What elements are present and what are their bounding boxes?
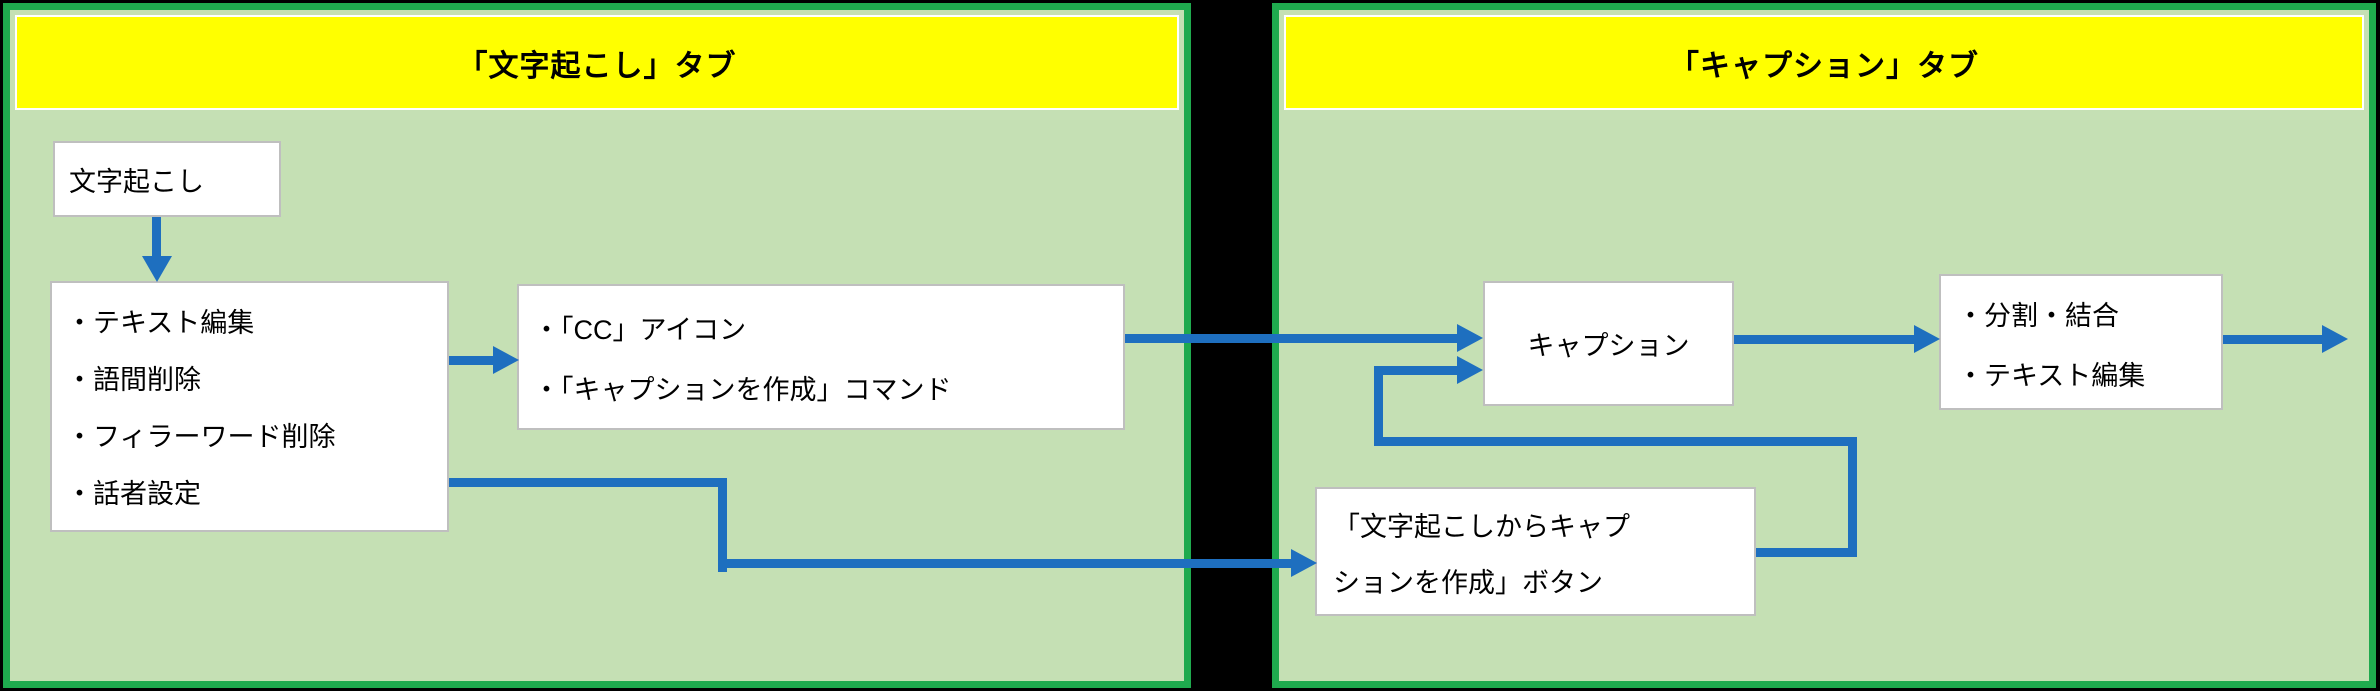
arrow-transcribe-to-editlist-head-icon	[142, 256, 172, 282]
node-cc-line: ・「CC」アイコン	[533, 315, 747, 345]
panel-caption-header: 「キャプション」タブ	[1284, 15, 2364, 110]
node-cc-command: ・「CC」アイコン ・「キャプションを作成」コマンド	[517, 284, 1125, 430]
node-create-line: 「文字起こしからキャプ	[1333, 512, 1630, 542]
arrow-editlist-to-createbutton-seg1	[449, 478, 727, 487]
node-create-caption-button: 「文字起こしからキャプ ションを作成」ボタン	[1315, 487, 1756, 616]
arrow-editlist-to-createbutton-seg3	[718, 559, 1293, 568]
node-transcribe-label: 文字起こし	[69, 166, 204, 197]
arrow-createbutton-to-caption-seg2	[1848, 437, 1857, 557]
node-edit-list-line: ・テキスト編集	[66, 308, 255, 338]
arrow-caption-to-split-head-icon	[1914, 325, 1940, 353]
arrow-editlist-to-createbutton-head-icon	[1291, 549, 1317, 577]
node-edit-list-line: ・フィラーワード削除	[66, 422, 336, 452]
arrow-createbutton-to-caption-seg3	[1374, 437, 1857, 446]
node-split-edit: ・分割・結合 ・テキスト編集	[1939, 274, 2223, 410]
node-transcribe: 文字起こし	[53, 141, 281, 217]
arrow-editlist-to-cc-head-icon	[493, 346, 519, 374]
arrow-createbutton-to-caption-seg5	[1374, 366, 1459, 375]
node-split-line: ・分割・結合	[1957, 301, 2119, 331]
arrow-createbutton-to-caption-head-icon	[1457, 356, 1483, 384]
arrow-createbutton-to-caption-seg4	[1374, 366, 1383, 446]
node-edit-list-line: ・話者設定	[66, 479, 201, 509]
arrow-editlist-to-cc-line	[449, 356, 495, 365]
node-caption-label: キャプション	[1527, 331, 1690, 361]
node-split-line: ・テキスト編集	[1957, 361, 2146, 391]
arrow-createbutton-to-caption-seg1	[1756, 548, 1857, 557]
node-edit-list: ・テキスト編集 ・語間削除 ・フィラーワード削除 ・話者設定	[50, 281, 449, 532]
node-cc-line: ・「キャプションを作成」コマンド	[533, 375, 952, 405]
arrow-transcribe-to-editlist-line	[152, 217, 161, 260]
arrow-split-to-edge-head-icon	[2322, 325, 2348, 353]
arrow-cc-to-caption-head-icon	[1457, 324, 1483, 352]
panel-transcription-header: 「文字起こし」タブ	[15, 15, 1179, 110]
node-create-line: ションを作成」ボタン	[1333, 568, 1603, 598]
node-caption: キャプション	[1483, 281, 1734, 406]
arrow-split-to-edge-line	[2223, 335, 2325, 344]
node-edit-list-line: ・語間削除	[66, 365, 201, 395]
arrow-cc-to-caption-line	[1125, 334, 1459, 343]
arrow-caption-to-split-line	[1734, 335, 1916, 344]
arrow-editlist-to-createbutton-seg2	[718, 478, 727, 572]
